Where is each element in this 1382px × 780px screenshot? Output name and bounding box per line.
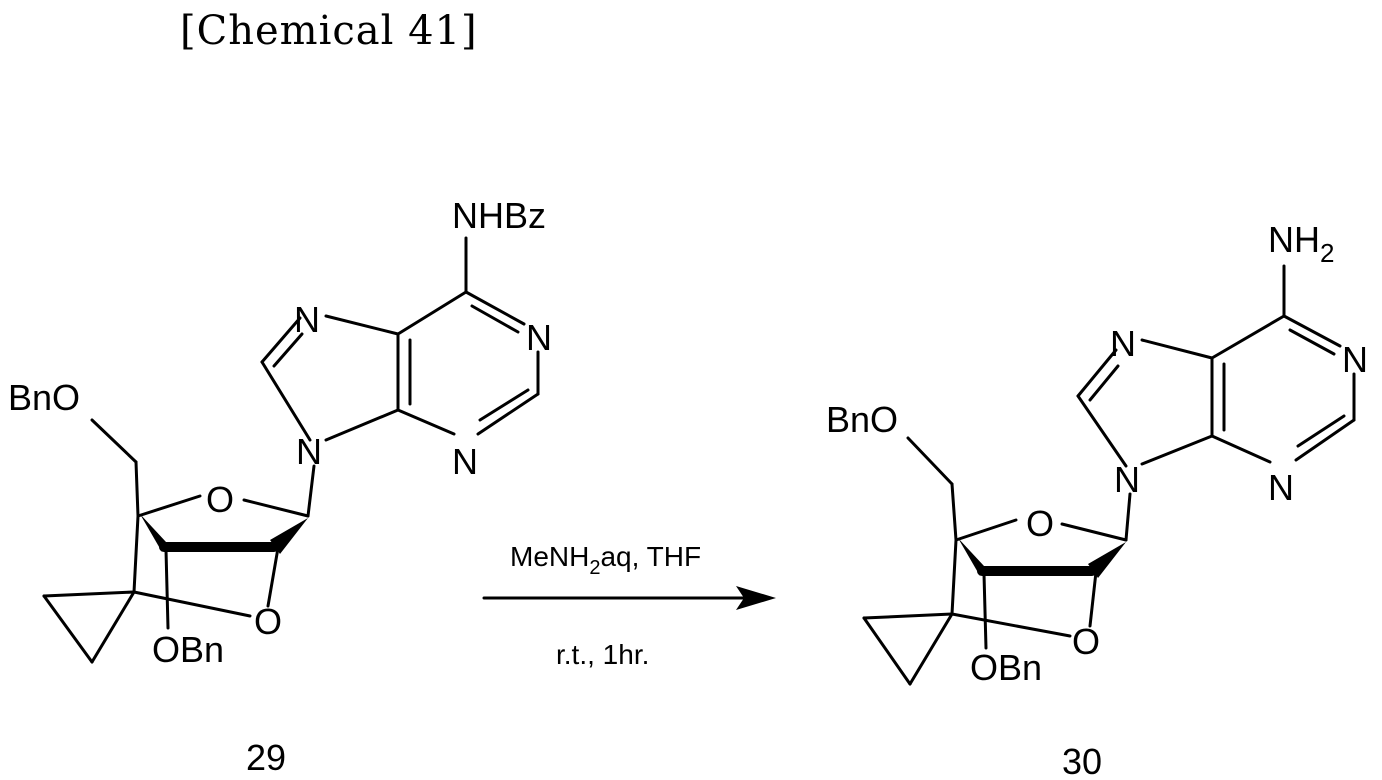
n3-label: N	[1268, 467, 1294, 508]
bond	[1126, 494, 1130, 540]
bond	[1142, 340, 1212, 358]
bond	[864, 618, 910, 684]
n9-label: N	[1114, 459, 1140, 500]
benzyloxy-bottom-label: OBn	[970, 647, 1042, 688]
benzyloxy-bottom-label: OBn	[152, 629, 224, 670]
bond	[952, 540, 956, 614]
bond	[1062, 524, 1126, 540]
benzyloxy-top-label: BnO	[8, 377, 80, 418]
reaction-arrow	[484, 586, 776, 610]
ring-oxygen-label: O	[1026, 503, 1054, 544]
bond	[1290, 330, 1334, 354]
n1-label: N	[1342, 339, 1368, 380]
bond	[244, 500, 308, 516]
bond	[952, 614, 1070, 636]
bond	[308, 466, 314, 516]
bond	[268, 548, 278, 606]
reactant-structure: NHBz N N N N O O BnO OBn	[8, 195, 552, 670]
n7-label: N	[294, 299, 320, 340]
nhbz-label: NHBz	[452, 195, 546, 236]
benzyloxy-top-label: BnO	[826, 399, 898, 440]
bond	[134, 516, 138, 592]
n3-label: N	[452, 441, 478, 482]
bond	[1212, 316, 1284, 358]
conditions-label: r.t., 1hr.	[556, 639, 649, 670]
product-structure: NH2 N N N N O O BnO OBn	[826, 219, 1368, 688]
bond	[138, 496, 200, 516]
product-compound-number: 30	[1062, 741, 1102, 780]
bond	[326, 410, 398, 440]
bond	[398, 410, 454, 434]
bond	[952, 484, 956, 540]
bond	[864, 614, 952, 618]
bond	[136, 462, 138, 516]
nh2-label: NH2	[1268, 219, 1334, 268]
bond	[166, 550, 168, 628]
bond	[262, 362, 310, 440]
n1-label: N	[526, 317, 552, 358]
bond	[398, 292, 466, 334]
n7-label: N	[1110, 323, 1136, 364]
reactant-compound-number: 29	[246, 737, 286, 778]
bond	[44, 596, 92, 662]
bridge-oxygen-label: O	[254, 601, 282, 642]
n9-label: N	[296, 431, 322, 472]
bond	[92, 592, 134, 662]
bond	[1212, 436, 1270, 462]
bond	[134, 592, 250, 616]
bond	[910, 614, 952, 684]
bond	[1090, 366, 1118, 400]
bond	[92, 420, 136, 462]
bond	[1142, 436, 1212, 464]
bond	[1078, 396, 1126, 466]
ring-oxygen-label: O	[206, 479, 234, 520]
bond	[326, 316, 398, 334]
bond	[472, 306, 518, 332]
reagent-label: MeNH2aq, THF	[510, 541, 701, 579]
bridge-oxygen-label: O	[1072, 621, 1100, 662]
bond	[44, 592, 134, 596]
bond	[908, 438, 952, 484]
bond	[1090, 572, 1096, 626]
bond	[984, 574, 986, 648]
bond	[956, 520, 1016, 540]
